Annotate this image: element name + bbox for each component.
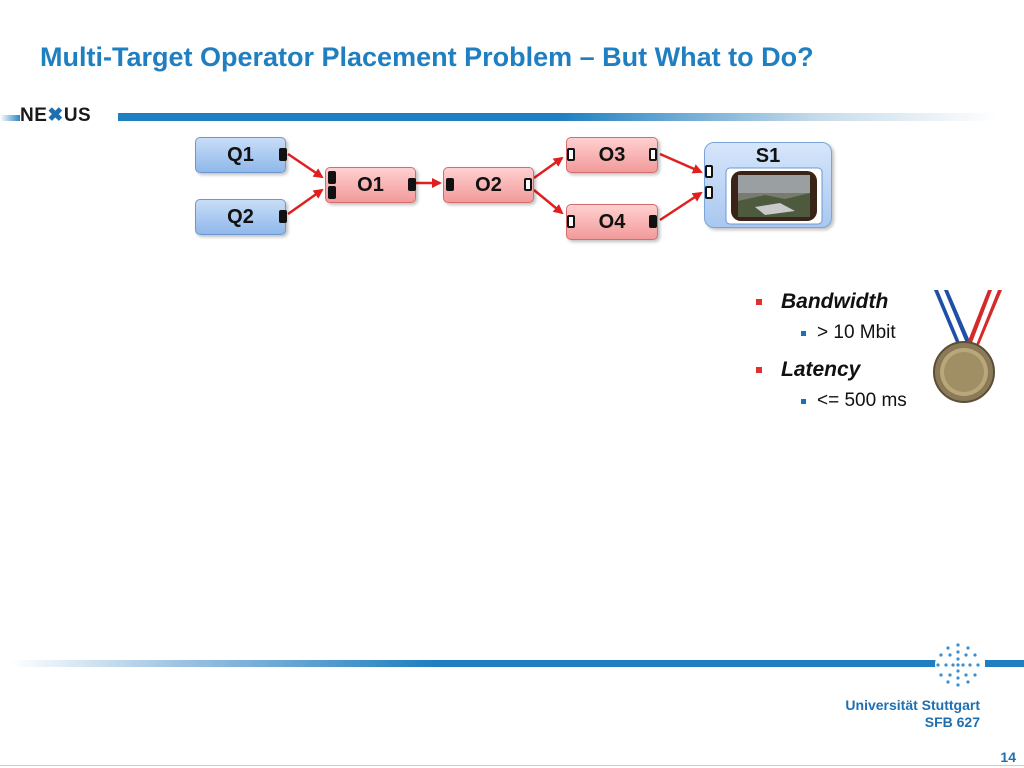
operator-o3-node: O3 (566, 137, 658, 173)
requirement-latency-value: <= 500 ms (755, 387, 907, 415)
o4-output-port (649, 215, 657, 228)
operator-o1-node: O1 (325, 167, 416, 203)
medal-icon (933, 290, 1002, 403)
nexus-logo: NE✖US (20, 104, 91, 127)
o1-label: O1 (357, 173, 384, 196)
slide-title: Multi-Target Operator Placement Problem … (40, 42, 814, 72)
q1-label: Q1 (227, 143, 254, 166)
footer-line (0, 765, 1024, 766)
o1-input-port-2 (328, 186, 336, 199)
q1-output-port (279, 148, 287, 161)
university-name: Universität Stuttgart (845, 697, 980, 713)
operator-o2-node: O2 (443, 167, 534, 203)
o2-output-port (524, 178, 532, 191)
arrow-q1-o1 (287, 152, 324, 179)
header-bar-left (0, 115, 20, 121)
o1-input-port-1 (328, 171, 336, 184)
q2-output-port (279, 210, 287, 223)
requirement-bandwidth-value: > 10 Mbit (755, 319, 907, 347)
arrow-o2-o4 (533, 189, 564, 215)
arrow-o2-o3 (533, 156, 564, 180)
footer-bar-right (985, 660, 1024, 667)
arrow-o4-s1 (659, 191, 703, 222)
university-footer: Universität Stuttgart SFB 627 (845, 697, 980, 731)
university-seal-icon (935, 642, 981, 688)
s1-input-port-2 (705, 186, 713, 199)
requirement-bandwidth-label: Bandwidth (755, 288, 907, 315)
s1-label: S1 (755, 145, 781, 167)
o2-label: O2 (475, 173, 502, 196)
o4-label: O4 (598, 210, 626, 233)
query-q1-node: Q1 (195, 137, 287, 173)
o3-output-port (649, 148, 657, 161)
footer-bar (10, 660, 950, 667)
q2-label: Q2 (227, 205, 254, 228)
project-name: SFB 627 (924, 714, 980, 730)
arrow-q2-o1 (287, 188, 324, 216)
logo-x-icon: ✖ (47, 105, 64, 126)
operator-o4-node: O4 (566, 204, 658, 240)
logo-text-left: NE (20, 105, 48, 126)
query-q2-node: Q2 (195, 199, 287, 235)
o4-input-port (567, 215, 575, 228)
page-number: 14 (1000, 749, 1016, 765)
arrow-o3-s1 (659, 152, 703, 174)
s1-input-port-1 (705, 165, 713, 178)
mobile-device-icon (725, 167, 823, 225)
header-bar (118, 113, 998, 121)
logo-text-right: US (63, 105, 92, 126)
o3-label: O3 (598, 143, 626, 166)
o3-input-port (567, 148, 575, 161)
requirements-list: Bandwidth > 10 Mbit Latency <= 500 ms (755, 288, 907, 424)
requirement-latency-label: Latency (755, 356, 907, 383)
o1-output-port (408, 178, 416, 191)
sink-s1-node: S1 (704, 142, 832, 228)
o2-input-port (446, 178, 454, 191)
